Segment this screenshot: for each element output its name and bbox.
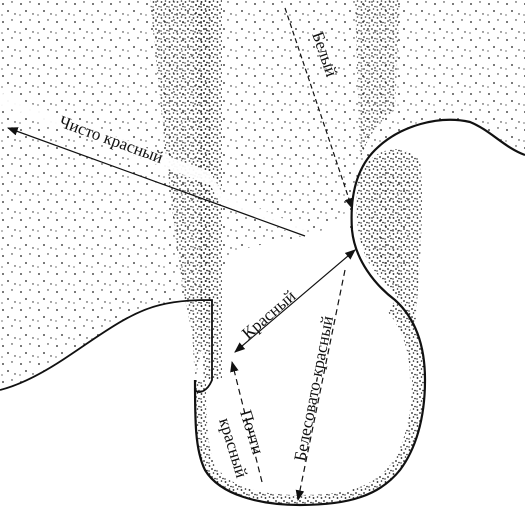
diagram-svg: Белый Чисто красный Красный Белесовато-к… [0,0,525,514]
diagram-stage: Белый Чисто красный Красный Белесовато-к… [0,0,525,514]
